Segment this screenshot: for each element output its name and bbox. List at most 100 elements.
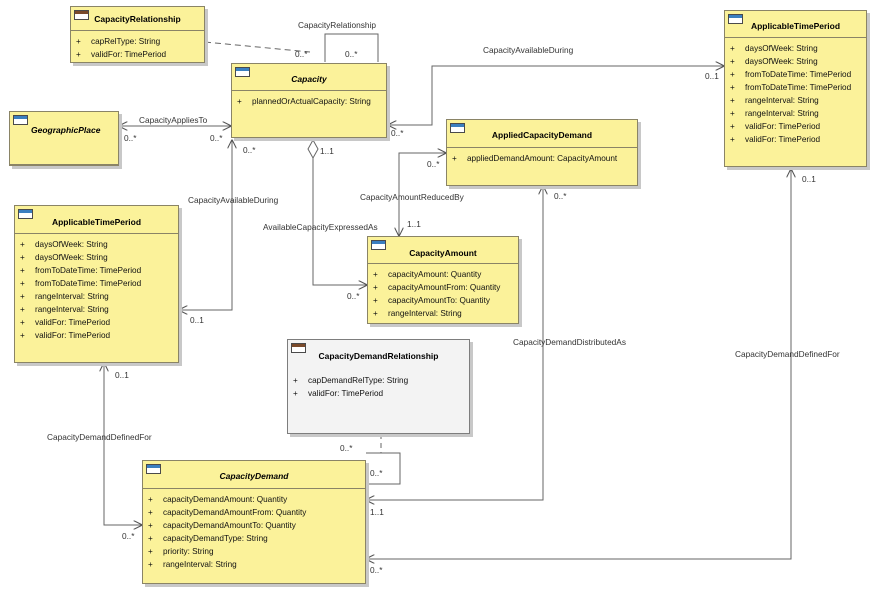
visibility-marker: + bbox=[373, 309, 378, 318]
attribute-text: appliedDemandAmount: CapacityAmount bbox=[467, 154, 618, 163]
capacity-available-during-left-line bbox=[179, 140, 232, 310]
class-name: AppliedCapacityDemand bbox=[491, 130, 593, 140]
attribute: + fromToDateTime: TimePeriod bbox=[15, 277, 178, 290]
class-header: AppliedCapacityDemand bbox=[447, 120, 637, 148]
available-capacity-expressed-as-line bbox=[312, 158, 367, 285]
visibility-marker: + bbox=[20, 331, 25, 340]
visibility-marker: + bbox=[452, 154, 457, 163]
attribute: +rangeInterval: String bbox=[368, 307, 518, 320]
mult-avail-right-capacity-end: 0..* bbox=[391, 128, 404, 138]
mult-defined-right-demand-end: 0..* bbox=[370, 565, 383, 575]
attribute-text: rangeInterval: String bbox=[35, 305, 109, 314]
visibility-marker: + bbox=[20, 292, 25, 301]
attribute: +validFor: TimePeriod bbox=[725, 133, 866, 146]
attribute: +validFor: TimePeriod bbox=[15, 329, 178, 342]
attribute: +rangeInterval: String bbox=[725, 94, 866, 107]
visibility-marker: + bbox=[730, 122, 735, 131]
attribute: +capacityDemandAmountTo: Quantity bbox=[143, 519, 365, 532]
attribute-text: capacityDemandAmountTo: Quantity bbox=[163, 521, 296, 530]
attribute-list: +daysOfWeek: String +daysOfWeek: String … bbox=[725, 38, 866, 146]
attribute-text: daysOfWeek: String bbox=[745, 44, 818, 53]
class-capacity-demand[interactable]: CapacityDemand +capacityDemandAmount: Qu… bbox=[142, 460, 366, 584]
attribute: + daysOfWeek: String bbox=[725, 55, 866, 68]
visibility-marker: + bbox=[76, 50, 81, 59]
mult-applies-capacity-end: 0..* bbox=[210, 133, 223, 143]
class-capacity-relationship[interactable]: CapacityRelationship +capRelType: String… bbox=[70, 6, 205, 63]
class-name: ApplicableTimePeriod bbox=[750, 21, 841, 31]
mult-expressed-amount-end: 0..* bbox=[347, 291, 360, 301]
mult-defined-left-time-end: 0..1 bbox=[115, 370, 129, 380]
visibility-marker: + bbox=[730, 44, 735, 53]
attribute-text: validFor: TimePeriod bbox=[745, 135, 821, 144]
class-capacity-amount[interactable]: CapacityAmount +capacityAmount: Quantity… bbox=[367, 236, 519, 324]
capacity-relationship-class-link bbox=[204, 41, 311, 53]
visibility-marker: + bbox=[148, 495, 153, 504]
visibility-marker: + bbox=[730, 83, 735, 92]
attribute-list: + appliedDemandAmount: CapacityAmount bbox=[447, 148, 637, 165]
class-icon bbox=[371, 240, 386, 250]
visibility-marker: + bbox=[730, 96, 735, 105]
attribute-text: daysOfWeek: String bbox=[745, 57, 818, 66]
attribute: + fromToDateTime: TimePeriod bbox=[725, 81, 866, 94]
class-applied-capacity-demand[interactable]: AppliedCapacityDemand + appliedDemandAmou… bbox=[446, 119, 638, 186]
visibility-marker: + bbox=[20, 266, 25, 275]
class-icon bbox=[291, 343, 306, 353]
attribute-text: rangeInterval: String bbox=[35, 292, 109, 301]
mult-applies-geo-end: 0..* bbox=[124, 133, 137, 143]
attribute: + rangeInterval: String bbox=[15, 290, 178, 303]
visibility-marker: + bbox=[20, 279, 25, 288]
class-name: CapacityAmount bbox=[409, 248, 477, 258]
attribute: +capacityAmount: Quantity bbox=[368, 268, 518, 281]
attribute-text: rangeInterval: String bbox=[745, 109, 819, 118]
attribute: +capacityDemandAmountFrom: Quantity bbox=[143, 506, 365, 519]
class-capacity-demand-relationship[interactable]: CapacityDemandRelationship +capDemandRel… bbox=[287, 339, 470, 434]
label-capacity-available-during-left: CapacityAvailableDuring bbox=[188, 195, 279, 205]
visibility-marker: + bbox=[730, 109, 735, 118]
attribute-text: fromToDateTime: TimePeriod bbox=[745, 83, 852, 92]
mult-demand-rel-loop-left: 0..* bbox=[340, 443, 353, 453]
mult-avail-left-capacity-end: 0..* bbox=[243, 145, 256, 155]
attribute-list: +capDemandRelType: String +validFor: Tim… bbox=[288, 370, 469, 400]
label-capacity-demand-defined-for-left: CapacityDemandDefinedFor bbox=[47, 432, 152, 442]
class-capacity[interactable]: Capacity +plannedOrActualCapacity: Strin… bbox=[231, 63, 387, 138]
class-icon bbox=[450, 123, 465, 133]
attribute: +validFor: TimePeriod bbox=[15, 316, 178, 329]
visibility-marker: + bbox=[20, 253, 25, 262]
attribute-text: fromToDateTime: TimePeriod bbox=[35, 279, 142, 288]
mult-defined-right-time-end: 0..1 bbox=[802, 174, 816, 184]
attribute: +validFor: TimePeriod bbox=[71, 48, 204, 61]
attribute: +plannedOrActualCapacity: String bbox=[232, 95, 386, 108]
attribute: +capacityAmountFrom: Quantity bbox=[368, 281, 518, 294]
capacity-demand-relationship-loop bbox=[366, 452, 401, 485]
class-name: CapacityDemandRelationship bbox=[318, 351, 439, 361]
visibility-marker: + bbox=[76, 37, 81, 46]
class-applicable-time-period-left[interactable]: ApplicableTimePeriod +daysOfWeek: String… bbox=[14, 205, 179, 363]
label-capacity-demand-distributed-as: CapacityDemandDistributedAs bbox=[513, 337, 626, 347]
class-header: Capacity bbox=[232, 64, 386, 91]
attribute: + capacityAmountTo: Quantity bbox=[368, 294, 518, 307]
label-available-capacity-expressed-as: AvailableCapacityExpressedAs bbox=[263, 222, 378, 232]
attribute-list: +capRelType: String +validFor: TimePerio… bbox=[71, 31, 204, 61]
visibility-marker: + bbox=[237, 97, 242, 106]
attribute-text: fromToDateTime: TimePeriod bbox=[35, 266, 142, 275]
attribute-text: priority: String bbox=[163, 547, 214, 556]
attribute-text: fromToDateTime: TimePeriod bbox=[745, 70, 852, 79]
attribute: +validFor: TimePeriod bbox=[725, 120, 866, 133]
visibility-marker: + bbox=[148, 560, 153, 569]
class-geographic-place[interactable]: GeographicPlace bbox=[9, 111, 119, 166]
visibility-marker: + bbox=[373, 296, 378, 305]
visibility-marker: + bbox=[730, 57, 735, 66]
class-applicable-time-period-right[interactable]: ApplicableTimePeriod + daysOfWeek: String… bbox=[724, 10, 867, 167]
class-header: ApplicableTimePeriod bbox=[15, 206, 178, 234]
attribute: +capDemandRelType: String bbox=[288, 374, 469, 387]
attribute: +fromToDateTime: TimePeriod bbox=[725, 68, 866, 81]
attribute-text: capacityAmountTo: Quantity bbox=[388, 296, 490, 305]
class-name: ApplicableTimePeriod bbox=[51, 217, 142, 227]
attribute: +capacityDemandAmount: Quantity bbox=[143, 493, 365, 506]
class-header: CapacityAmount bbox=[368, 237, 518, 264]
label-capacity-demand-defined-for-right: CapacityDemandDefinedFor bbox=[735, 349, 840, 359]
visibility-marker: + bbox=[293, 376, 298, 385]
visibility-marker: + bbox=[20, 318, 25, 327]
mult-demand-rel-loop-right: 0..* bbox=[370, 468, 383, 478]
attribute-text: capacityAmount: Quantity bbox=[388, 270, 482, 279]
